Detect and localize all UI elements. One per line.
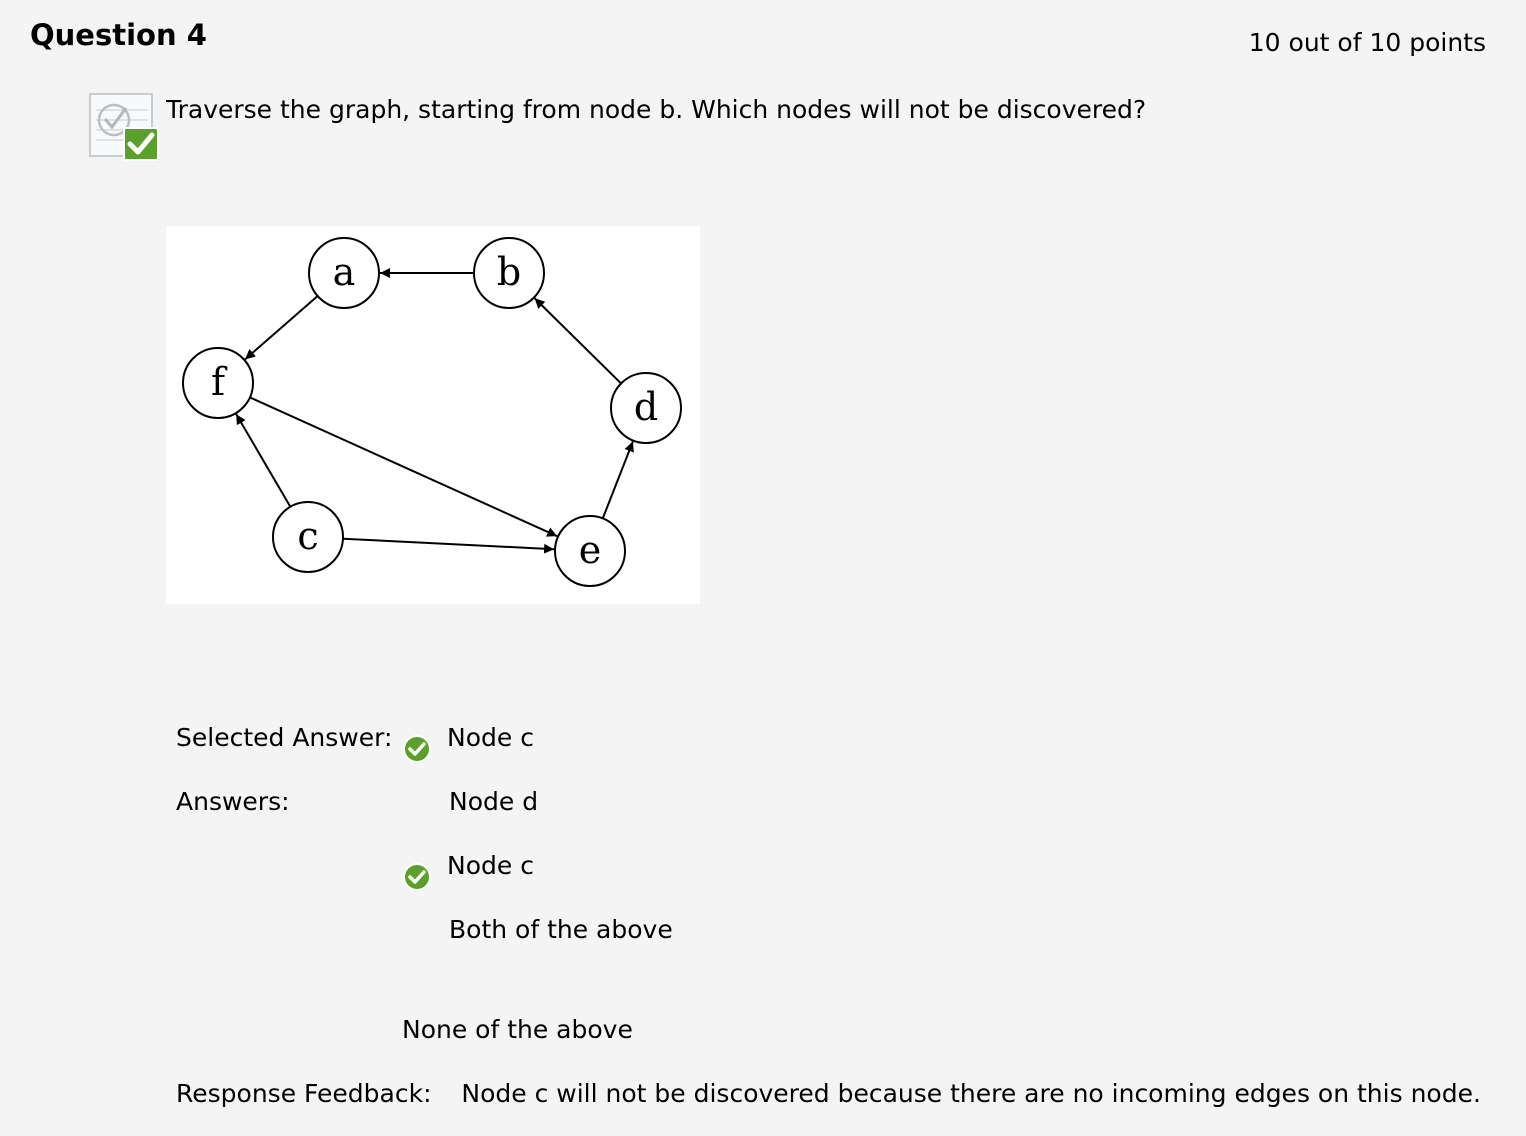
node-label: c: [297, 514, 318, 558]
node-circle: [610, 372, 682, 444]
selected-answer-value: Node c: [447, 723, 534, 752]
edge-e-d: [601, 441, 634, 519]
question-text: Traverse the graph, starting from node b…: [166, 95, 1147, 124]
graph-node-c: c: [272, 501, 344, 573]
node-label: d: [634, 385, 658, 429]
response-feedback-label: Response Feedback:: [176, 1079, 432, 1108]
directed-graph: a b f d c e: [182, 237, 682, 587]
graph-figure: a b f d c e: [166, 226, 700, 604]
graph-node-e: e: [554, 515, 626, 587]
node-label: a: [333, 250, 356, 294]
node-circle: [308, 237, 380, 309]
edge-d-b: [533, 297, 622, 385]
node-label: e: [579, 528, 602, 572]
answer-option: Node d: [449, 787, 539, 816]
node-circle: [473, 237, 545, 309]
correct-check-icon: [402, 862, 432, 892]
answers-label: Answers:: [176, 787, 290, 816]
edge-f-e: [249, 396, 558, 538]
question-title: Question 4: [30, 18, 207, 52]
edge-a-f: [244, 295, 319, 361]
node-circle: [182, 347, 254, 419]
selected-answer-label: Selected Answer:: [176, 723, 393, 752]
edge-c-e: [342, 537, 555, 554]
question-points: 10 out of 10 points: [1248, 28, 1486, 57]
node-circle: [272, 501, 344, 573]
edge-c-f: [235, 413, 292, 508]
graph-node-f: f: [182, 347, 254, 419]
response-feedback-text: Node c will not be discovered because th…: [461, 1079, 1481, 1108]
node-label: b: [497, 250, 521, 294]
answer-option: Both of the above: [449, 915, 673, 944]
correct-check-icon: [402, 734, 432, 764]
graded-question-icon: [88, 90, 160, 162]
answer-option: None of the above: [402, 1015, 633, 1044]
node-label: f: [211, 360, 228, 404]
graph-node-d: d: [610, 372, 682, 444]
response-feedback: Response Feedback: Node c will not be di…: [176, 1077, 1481, 1111]
node-circle: [554, 515, 626, 587]
answer-option-correct: Node c: [447, 851, 534, 880]
graph-node-a: a: [308, 237, 380, 309]
graph-node-b: b: [473, 237, 545, 309]
